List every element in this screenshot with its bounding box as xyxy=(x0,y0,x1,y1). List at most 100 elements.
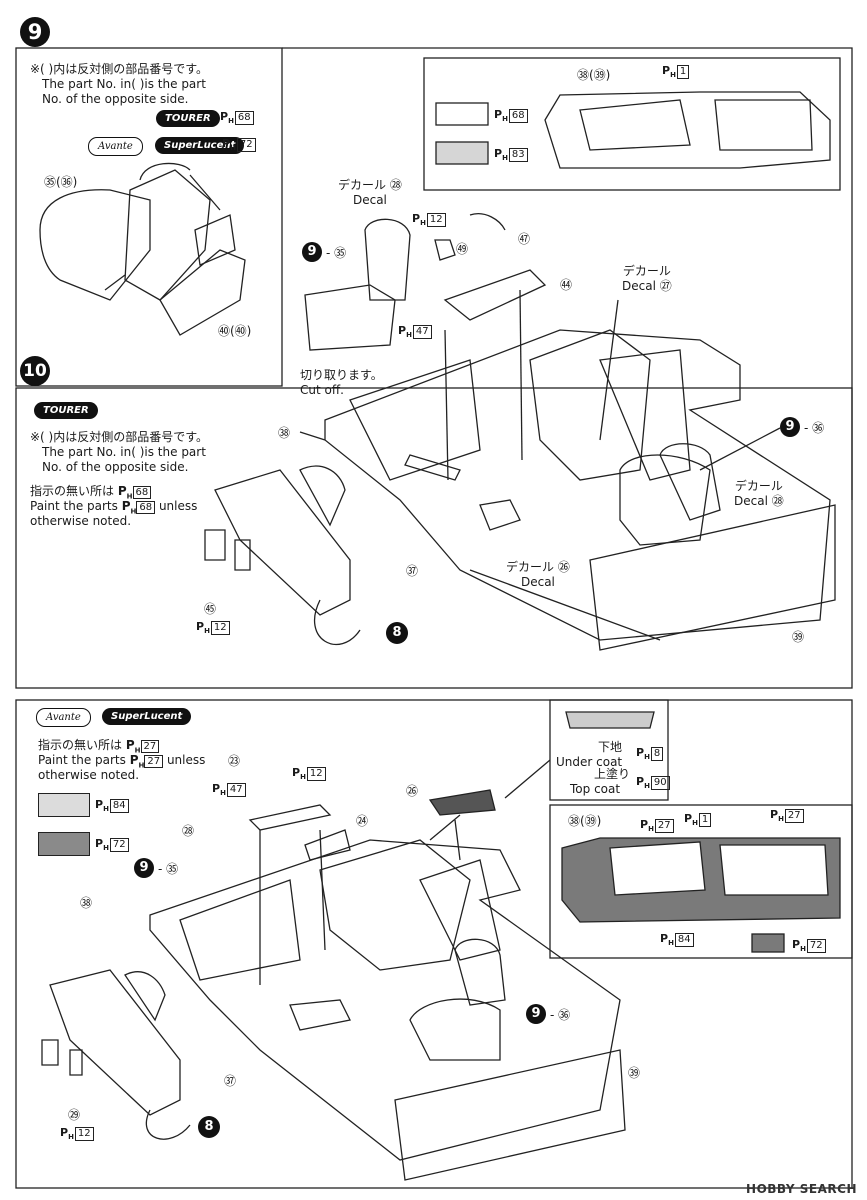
decal-num: ㉘ xyxy=(771,494,784,508)
decal-26-label: デカール ㉖ Decal xyxy=(506,560,570,590)
paint-num: 27 xyxy=(784,809,804,823)
step10-paint-en-3: otherwise noted. xyxy=(30,514,132,528)
ref-9-36-bottom: - ㊱ xyxy=(550,1008,571,1022)
paint-num: 12 xyxy=(306,767,326,781)
paint-num: 84 xyxy=(674,933,694,947)
bottom-avante-badge: Avante xyxy=(36,708,91,727)
bottom-paint-en-3: otherwise noted. xyxy=(38,768,140,782)
paint-num: 1 xyxy=(676,65,690,79)
paint-num: 8 xyxy=(650,747,664,761)
decal-jp: デカール xyxy=(734,479,783,493)
cut-off-jp: 切り取ります。 xyxy=(300,368,383,382)
step9-note-en-2: No. of the opposite side. xyxy=(42,92,189,106)
paint-num: 72 xyxy=(806,939,826,953)
decal-num: ㉖ xyxy=(557,560,570,574)
ref-9-35: - ㉟ xyxy=(326,246,347,260)
ref-9-36: - ㊱ xyxy=(804,421,825,435)
part-37-label-bottom: ㊲ xyxy=(224,1074,237,1088)
decal-jp: デカール xyxy=(622,264,671,278)
part-45-label: ㊺ xyxy=(204,602,217,616)
part-23-label: ㉓ xyxy=(228,754,241,768)
decal-jp: デカール xyxy=(506,560,555,574)
step10-tourer-badge: TOURER xyxy=(34,402,98,419)
avante-badge: Avante xyxy=(88,137,143,156)
paint-num: 27 xyxy=(144,755,164,768)
step9-note-en-1: The part No. in( )is the part xyxy=(42,77,206,91)
part-29-label: ㉙ xyxy=(68,1108,81,1122)
part-28-label: ㉘ xyxy=(182,824,195,838)
paint-num: 72 xyxy=(109,838,129,852)
step10-note-jp: ※( )内は反対側の部品番号です。 xyxy=(30,430,209,444)
paint-num: 12 xyxy=(74,1127,94,1141)
paint-jp: 指示の無い所は xyxy=(30,484,115,498)
paint-num: 27 xyxy=(654,819,674,833)
paint-num: 68 xyxy=(136,501,156,514)
ref-step9-circle: 9 xyxy=(134,858,154,878)
part-39-label-bottom: ㊴ xyxy=(628,1066,641,1080)
part-38-label: ㊳ xyxy=(278,426,291,440)
paint-num: 72 xyxy=(236,138,256,152)
ref-step9-circle: 9 xyxy=(526,1004,546,1024)
door-parts-label: ㊳(㊴) xyxy=(577,68,611,82)
paint-num: 90 xyxy=(650,776,670,790)
paint-num: 47 xyxy=(412,325,432,339)
swatch-84 xyxy=(38,793,90,817)
paint-en-1: Paint the parts xyxy=(38,753,126,767)
paint-num: 68 xyxy=(234,111,254,125)
step9-note-jp: ※( )内は反対側の部品番号です。 xyxy=(30,62,209,76)
ref-step9-circle: 9 xyxy=(302,242,322,262)
part-26-label: ㉖ xyxy=(406,784,419,798)
paint-en-1: Paint the parts xyxy=(30,499,118,513)
tourer-badge: TOURER xyxy=(156,110,220,127)
cut-off-en: Cut off. xyxy=(300,383,344,397)
part-24-label: ㉔ xyxy=(356,814,369,828)
superlucent-badge: SuperLucent xyxy=(155,137,245,154)
ref-step9-circle: 9 xyxy=(780,417,800,437)
part-35-36-label: ㉟(㊱) xyxy=(44,175,78,189)
paint-num: 83 xyxy=(508,148,528,162)
bottom-superlucent-badge: SuperLucent xyxy=(102,708,192,725)
part-38-label-bottom: ㊳ xyxy=(80,896,93,910)
paint-num: 47 xyxy=(226,783,246,797)
decal-en: Decal xyxy=(734,494,768,508)
paint-num: 1 xyxy=(698,813,712,827)
decal-num: ㉗ xyxy=(659,279,672,293)
step10-note-en-2: No. of the opposite side. xyxy=(42,460,189,474)
decal-en: Decal xyxy=(352,193,387,207)
paint-en-2: unless xyxy=(166,753,206,767)
step9-number: 9 xyxy=(20,17,50,47)
step10-note-en-1: The part No. in( )is the part xyxy=(42,445,206,459)
decal-jp: デカール xyxy=(338,178,387,192)
decal-num: ㉘ xyxy=(389,178,402,192)
swatch-72 xyxy=(38,832,90,856)
part-44-label: ㊹ xyxy=(560,278,573,292)
bottom-door-parts: ㊳(㊴) xyxy=(568,814,602,828)
step10-frame xyxy=(15,387,853,689)
undercoat-en: Under coat xyxy=(556,755,623,769)
paint-num: 68 xyxy=(132,486,152,499)
watermark: HOBBY SEARCH xyxy=(746,1182,857,1196)
